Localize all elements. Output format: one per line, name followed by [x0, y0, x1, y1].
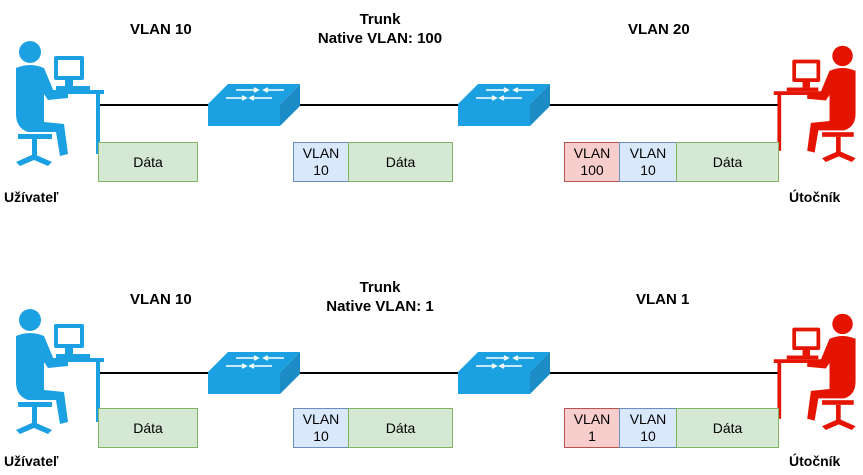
switch-icon — [208, 84, 300, 126]
link-switch-attacker — [550, 104, 778, 106]
attacker-workstation-icon — [773, 45, 856, 162]
user-label: Užívateľ — [4, 453, 59, 469]
switch-icon — [458, 84, 550, 126]
link-user-switch — [100, 104, 208, 106]
trunk-title: Trunk — [359, 11, 401, 28]
left-vlan-label: VLAN 10 — [130, 291, 192, 308]
switch-icon — [208, 352, 300, 394]
trunk-native-vlan: Native VLAN: 100 — [317, 30, 443, 47]
user-label: Užívateľ — [4, 189, 59, 205]
attacker-label: Útočník — [789, 453, 841, 469]
trunk-title: Trunk — [359, 279, 401, 296]
user-workstation-icon — [16, 309, 104, 434]
switch-icon — [458, 352, 550, 394]
link-trunk — [300, 104, 458, 106]
frame-data: Dáta — [348, 142, 453, 182]
link-trunk — [300, 372, 458, 374]
trunk-label: Trunk Native VLAN: 1 — [290, 278, 470, 316]
trunk-label: Trunk Native VLAN: 100 — [290, 10, 470, 48]
right-vlan-label: VLAN 20 — [628, 21, 690, 38]
attacker-label: Útočník — [789, 189, 841, 205]
frame-data: Dáta — [98, 408, 198, 448]
frame-data: Dáta — [676, 142, 779, 182]
attacker-workstation-icon — [773, 313, 856, 430]
right-vlan-label: VLAN 1 — [636, 291, 690, 308]
frame-data: Dáta — [98, 142, 198, 182]
left-vlan-label: VLAN 10 — [130, 21, 192, 38]
user-workstation-icon — [16, 41, 104, 166]
frame-data: Dáta — [676, 408, 779, 448]
trunk-native-vlan: Native VLAN: 1 — [326, 298, 434, 315]
link-user-switch — [100, 372, 208, 374]
frame-data: Dáta — [348, 408, 453, 448]
link-switch-attacker — [550, 372, 778, 374]
